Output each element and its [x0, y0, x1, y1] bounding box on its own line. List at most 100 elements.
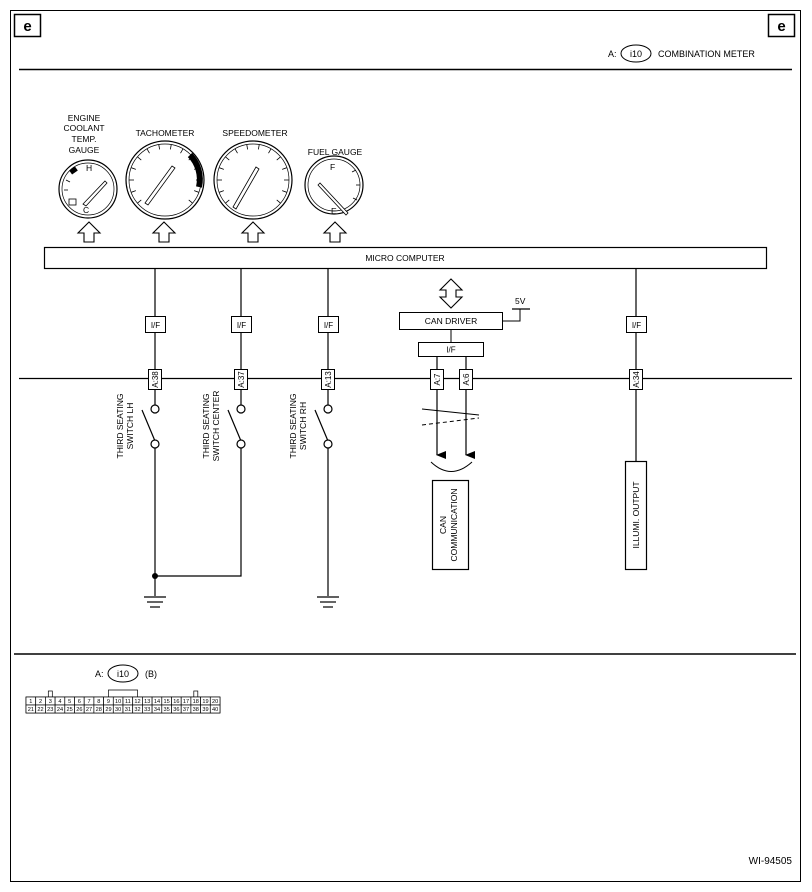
- interface-center: I/F: [231, 316, 252, 333]
- gauge-tick: [180, 148, 184, 154]
- micro-computer-label: MICRO COMPUTER: [365, 253, 444, 263]
- switch-rh-label: THIRD SEATING SWITCH RH: [288, 393, 308, 458]
- coolant-label-line1: ENGINE: [68, 113, 101, 123]
- coolant-temp-gauge: ENGINE COOLANT TEMP. GAUGE H C: [58, 113, 118, 219]
- connector-latch: [108, 689, 138, 697]
- gauge-tick: [219, 190, 225, 193]
- header-connector-oval: [620, 44, 652, 63]
- switch-lh-terminal-top: [150, 404, 160, 414]
- pin-a34-label: A:34: [632, 371, 641, 388]
- speedometer-signal-arrow: [240, 221, 266, 243]
- coolant-hot-mark: H: [86, 163, 92, 173]
- interface-illumi-label: I/F: [632, 321, 641, 330]
- switch-center-terminal-bottom: [236, 439, 246, 449]
- connector-pin-number: 11: [125, 699, 131, 705]
- pin-a34: A:34: [629, 369, 643, 390]
- pin-a7-label: A:7: [433, 373, 442, 386]
- tachometer-signal-arrow: [151, 221, 177, 243]
- coolant-label-line2: COOLANT: [63, 123, 104, 133]
- legend-connector-color: (B): [145, 669, 157, 679]
- switch-rh-label-line1: THIRD SEATING: [288, 393, 298, 458]
- pin-a38: A:38: [148, 369, 162, 390]
- gauge-tick: [281, 167, 287, 170]
- interface-illumi: I/F: [626, 316, 647, 333]
- connector-pin-number: 31: [125, 707, 131, 713]
- speedometer-gauge: SPEEDOMETER: [213, 128, 293, 220]
- corner-mark-right: e: [767, 13, 796, 38]
- supply-voltage-label: 5V: [515, 296, 526, 306]
- figure-id: WI-94505: [749, 856, 793, 867]
- connector-pin-number: 9: [107, 699, 110, 705]
- fuel-dial: [304, 155, 364, 215]
- fuel-signal-arrow: [322, 221, 348, 243]
- tachometer-label: TACHOMETER: [136, 128, 195, 138]
- illumi-output-box: [624, 460, 648, 571]
- coolant-label-line3: TEMP.: [72, 134, 97, 144]
- connector-pin-number: 16: [173, 699, 179, 705]
- gauge-tick: [268, 148, 272, 154]
- pin-a13: A:13: [321, 369, 335, 390]
- coolant-cold-zone: [68, 198, 77, 206]
- pin-a6-label: A:6: [462, 373, 471, 386]
- connector-pin-number: 5: [68, 699, 71, 705]
- connector-pin-number: 22: [37, 707, 43, 713]
- interface-center-label: I/F: [237, 321, 246, 330]
- connector-key: [193, 690, 199, 698]
- page-frame: [10, 10, 801, 882]
- pin-a37-label: A:37: [237, 371, 246, 388]
- ground-junction: [152, 573, 158, 579]
- gauge-tick: [158, 144, 161, 150]
- connector-pin-number: 37: [183, 707, 189, 713]
- gauge-tick: [225, 199, 230, 204]
- can-communication-label-line1: CAN: [438, 516, 448, 534]
- switch-rh-terminal-top: [323, 404, 333, 414]
- tachometer-needle: [144, 165, 176, 206]
- gauge-tick: [281, 190, 287, 193]
- can-driver-label: CAN DRIVER: [425, 316, 477, 326]
- connector-pin-number: 17: [183, 699, 189, 705]
- pin-a7: A:7: [430, 369, 444, 390]
- can-driver-supply-wire: [502, 309, 521, 322]
- switch-center-label-line1: THIRD SEATING: [201, 393, 211, 458]
- connector-pin-number: 26: [76, 707, 82, 713]
- legend-connector-oval: [107, 664, 139, 683]
- twisted-pair-mark-solid: [421, 408, 480, 416]
- tachometer-gauge: TACHOMETER: [125, 128, 205, 220]
- ground-symbol-rh: [317, 596, 339, 608]
- connector-pin-number: 14: [154, 699, 160, 705]
- connector-pin-number: 8: [97, 699, 100, 705]
- fuel-full-mark: F: [330, 162, 335, 172]
- interface-rh: I/F: [318, 316, 339, 333]
- connector-pin-number: 23: [47, 707, 53, 713]
- can-communication-box: [431, 479, 470, 571]
- illumi-output-label: ILLUMI. OUTPUT: [631, 481, 641, 548]
- connector-pin-number: 36: [173, 707, 179, 713]
- switch-lh-blade: [141, 409, 156, 442]
- connector-pin-number: 32: [134, 707, 140, 713]
- legend-connector-id: i10: [117, 669, 129, 679]
- connector-pin-number: 7: [87, 699, 90, 705]
- switch-center-label: THIRD SEATING SWITCH CENTER: [201, 391, 221, 462]
- interface-lh-label: I/F: [151, 321, 160, 330]
- gauge-tick: [219, 167, 225, 170]
- header-connector-id: i10: [630, 49, 642, 59]
- connector-pin-number: 34: [154, 707, 160, 713]
- gauge-tick: [146, 148, 150, 154]
- micro-computer-box: [43, 246, 768, 270]
- switch-lh-label: THIRD SEATING SWITCH LH: [115, 393, 135, 458]
- wire-center-to-ground: [155, 448, 242, 577]
- corner-mark-right-text: e: [777, 18, 785, 35]
- gauge-tick: [246, 144, 249, 150]
- gauge-tick: [257, 144, 260, 150]
- fuel-empty-mark: E: [331, 206, 337, 216]
- gauge-tick: [234, 148, 238, 154]
- connector-pin-number: 21: [28, 707, 34, 713]
- switch-center-blade: [227, 409, 242, 442]
- pin-a37: A:37: [234, 369, 248, 390]
- connector-pin-number: 38: [193, 707, 199, 713]
- connector-pin-number: 29: [105, 707, 111, 713]
- connector-pin-number: 33: [144, 707, 150, 713]
- fuel-gauge: FUEL GAUGE F E: [304, 147, 364, 216]
